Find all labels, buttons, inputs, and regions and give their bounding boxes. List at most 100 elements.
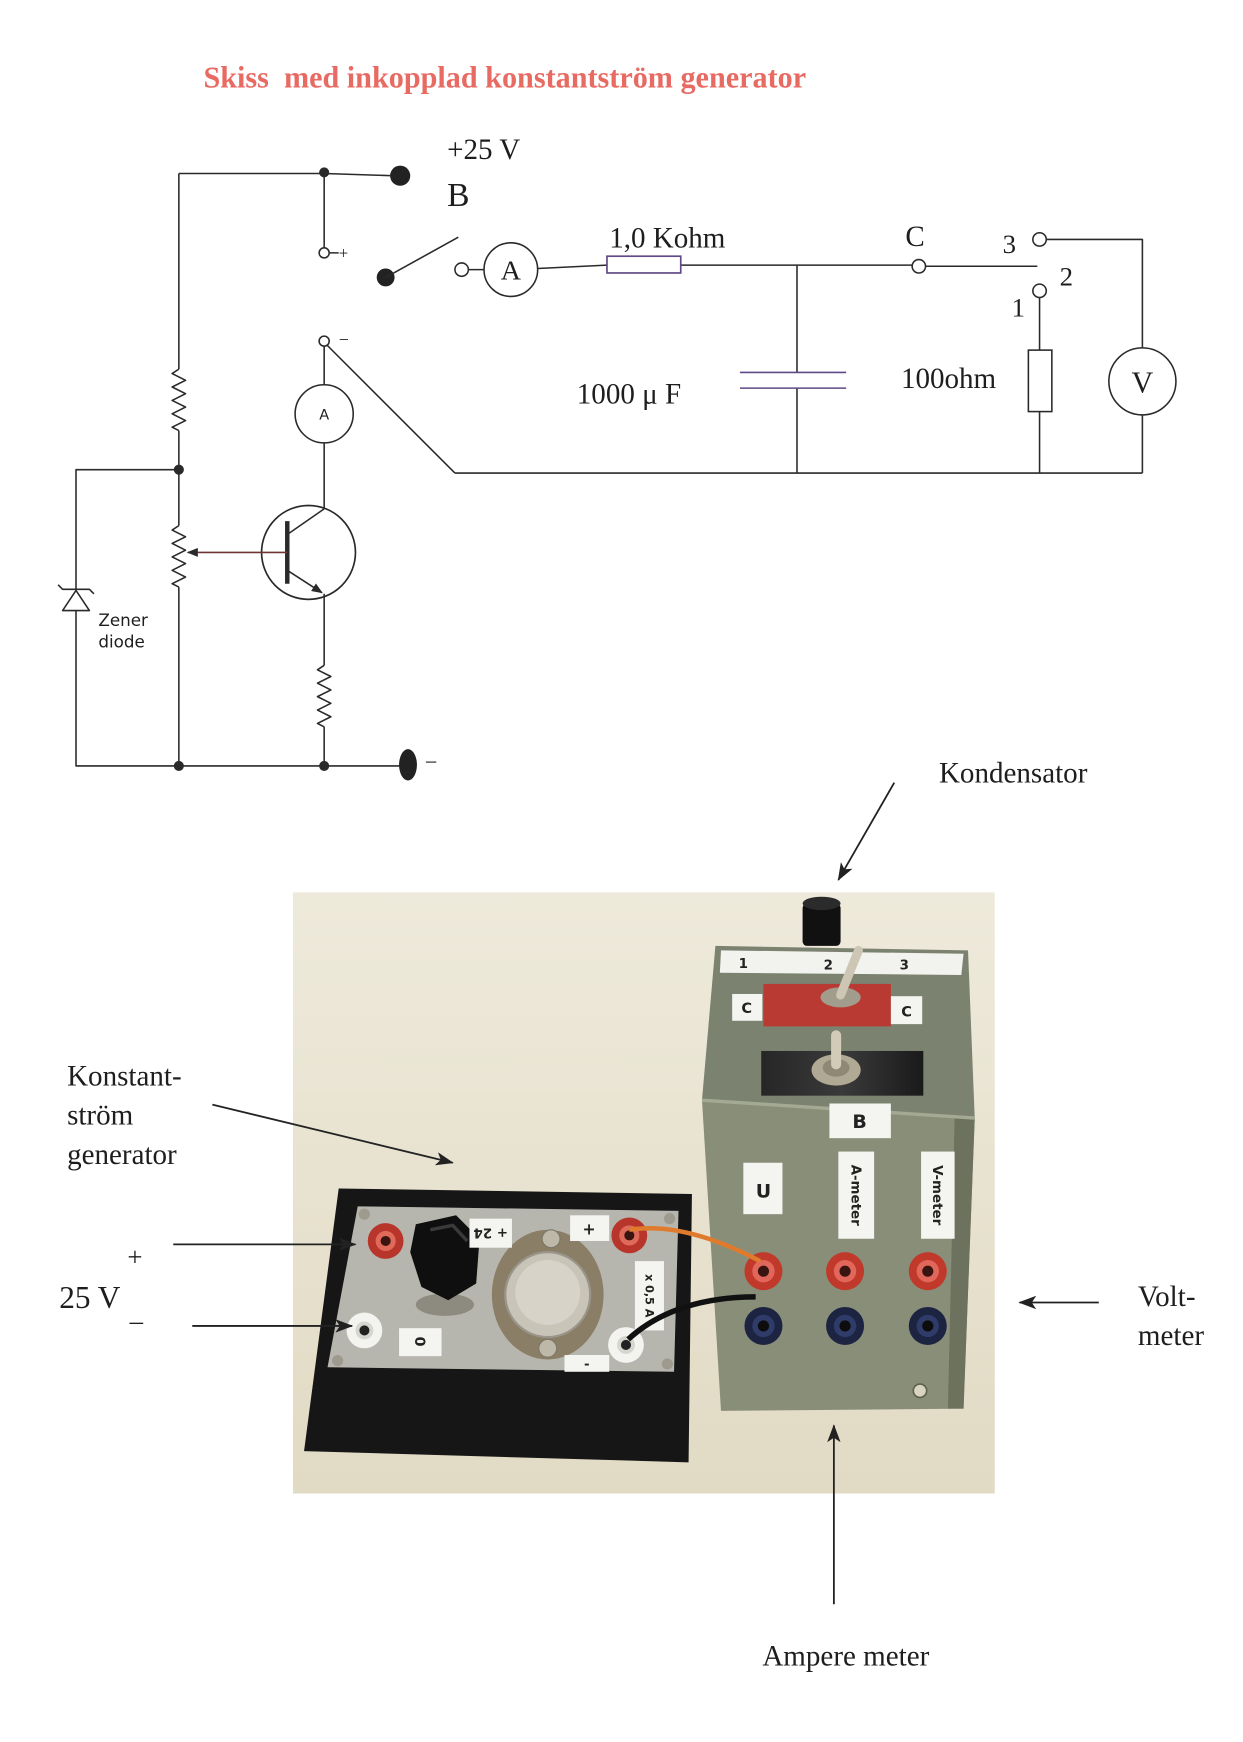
switch-plus-mark: + xyxy=(339,243,348,262)
selector-position-2: 2 xyxy=(1060,261,1073,291)
generator-terminal-plus xyxy=(367,1223,404,1259)
voltmeter-annotation-line-1: Volt- xyxy=(1138,1281,1196,1313)
voltmeter-wire xyxy=(1046,238,1144,474)
generator-terminal-output xyxy=(611,1217,648,1254)
zener-label-line-1: Zener xyxy=(98,610,148,630)
box-position-1: 1 xyxy=(739,957,748,972)
zener-diode xyxy=(57,584,95,612)
potentiometer-nut xyxy=(415,1293,474,1316)
series-resistor-label: 1,0 Kohm xyxy=(609,222,726,254)
mounting-hole xyxy=(912,1383,928,1399)
generator-label-line-3: generator xyxy=(67,1139,177,1171)
switch-feed-wire xyxy=(323,173,339,254)
switch-minus-mark: − xyxy=(339,330,349,350)
terminal-red-u xyxy=(744,1252,783,1291)
series-wire xyxy=(537,264,913,270)
node-c-label: C xyxy=(905,221,924,253)
capacitor-box: 1 2 3 C C B U A-meter V-meter xyxy=(701,896,975,1411)
series-resistor xyxy=(606,255,682,274)
sticker-minus-label: - xyxy=(584,1357,590,1372)
sticker-b xyxy=(829,1103,891,1139)
photo-annotations: Kondensator Konstant- ström generator + … xyxy=(59,758,1204,1673)
transistor-collector xyxy=(286,508,325,536)
capacitor-label: 1000 μ F xyxy=(577,379,681,411)
power-transistor-cap xyxy=(515,1259,581,1325)
sticker-a-meter-label: A-meter xyxy=(848,1165,863,1227)
sticker-u-label: U xyxy=(756,1180,771,1202)
sticker-v-meter-label: V-meter xyxy=(929,1165,944,1226)
position-strip xyxy=(719,950,964,975)
toggle-switch-upper-lever xyxy=(836,945,863,1000)
sticker-v-meter xyxy=(921,1151,955,1239)
sticker-plus-24 xyxy=(469,1218,512,1248)
sticker-plus xyxy=(570,1215,610,1241)
equipment-photo: 1 2 3 C C B U A-meter V-meter xyxy=(292,892,995,1494)
sticker-plus-24-label: + 24 xyxy=(473,1224,508,1239)
panel-screw xyxy=(663,1213,676,1225)
terminal-red-v xyxy=(908,1252,947,1291)
capacitor-knob-top xyxy=(802,896,841,911)
panel-screw xyxy=(661,1358,673,1370)
load-resistor-label: 100ohm xyxy=(901,363,997,395)
selector-position-1: 1 xyxy=(1012,293,1025,323)
supply-wire xyxy=(178,172,394,177)
emitter-resistor xyxy=(316,664,332,728)
sticker-c-right xyxy=(890,996,923,1025)
page-title: Skiss med inkopplad konstantström genera… xyxy=(203,60,806,94)
voltmeter-label: V xyxy=(1131,366,1153,400)
zener-label-line-2: diode xyxy=(98,631,144,651)
node-b-label: B xyxy=(447,177,469,214)
generator-arrow xyxy=(212,1103,454,1166)
selector-contact-1 xyxy=(1032,283,1048,299)
return-wire xyxy=(326,345,1143,474)
sticker-a-meter xyxy=(838,1151,875,1239)
divider-resistor xyxy=(171,368,187,432)
node-c-terminal xyxy=(911,258,927,274)
sticker-minus xyxy=(564,1355,610,1372)
zener-wire xyxy=(75,468,401,767)
terminal-red-a xyxy=(826,1252,865,1291)
kondensator-arrow xyxy=(837,782,896,881)
generator-label-line-1: Konstant- xyxy=(67,1061,182,1093)
main-ammeter xyxy=(483,242,539,298)
source-ammeter xyxy=(294,383,355,444)
orange-wire xyxy=(628,1226,762,1264)
sticker-u xyxy=(743,1162,783,1215)
terminal-dark-a xyxy=(826,1306,865,1345)
transistor-screw-bottom xyxy=(538,1338,558,1358)
load-resistor xyxy=(1027,349,1053,413)
sticker-c-right-label: C xyxy=(901,1004,912,1020)
black-wire xyxy=(626,1294,756,1342)
kondensator-label: Kondensator xyxy=(939,758,1088,790)
sticker-zero xyxy=(399,1328,442,1357)
supply-terminal-b xyxy=(390,165,411,186)
sticker-b-label: B xyxy=(852,1111,866,1133)
generator-box: + 24 + 0 x 0,5 A - xyxy=(304,1188,692,1463)
voltmeter-annotation-line-2: meter xyxy=(1138,1320,1204,1352)
capacitor xyxy=(739,371,847,389)
transistor-emitter xyxy=(286,569,323,594)
supply-label: +25 V xyxy=(447,134,520,166)
box-position-3: 3 xyxy=(900,958,909,973)
sticker-max-current-label: x 0,5 A xyxy=(643,1274,656,1318)
source-ammeter-label: A xyxy=(319,407,329,423)
generator-terminal-zero xyxy=(346,1312,383,1349)
ground-terminal xyxy=(399,749,417,781)
sticker-c-left-label: C xyxy=(741,1001,752,1017)
generator-label-line-2: ström xyxy=(67,1100,134,1132)
panel-screw xyxy=(331,1355,344,1367)
box-position-2: 2 xyxy=(824,958,833,973)
selector-contact-3 xyxy=(1032,231,1048,247)
ammeter-annotation: Ampere meter xyxy=(762,1641,929,1673)
transistor-screw-top xyxy=(541,1229,561,1249)
switch-lever xyxy=(385,236,459,279)
selector-position-3: 3 xyxy=(1003,229,1016,259)
potentiometer-knob-highlight xyxy=(430,1223,469,1243)
supply-value-label: 25 V xyxy=(59,1280,121,1315)
circuit-schematic: +25 V B + A 1,0 Kohm C 3 2 1 V 100ohm xyxy=(57,134,1177,781)
terminal-dark-v xyxy=(908,1306,947,1345)
voltmeter xyxy=(1108,347,1177,416)
terminal-dark-u xyxy=(744,1306,783,1345)
switch-output-contact xyxy=(454,262,470,278)
capacitor-knob xyxy=(802,903,841,946)
